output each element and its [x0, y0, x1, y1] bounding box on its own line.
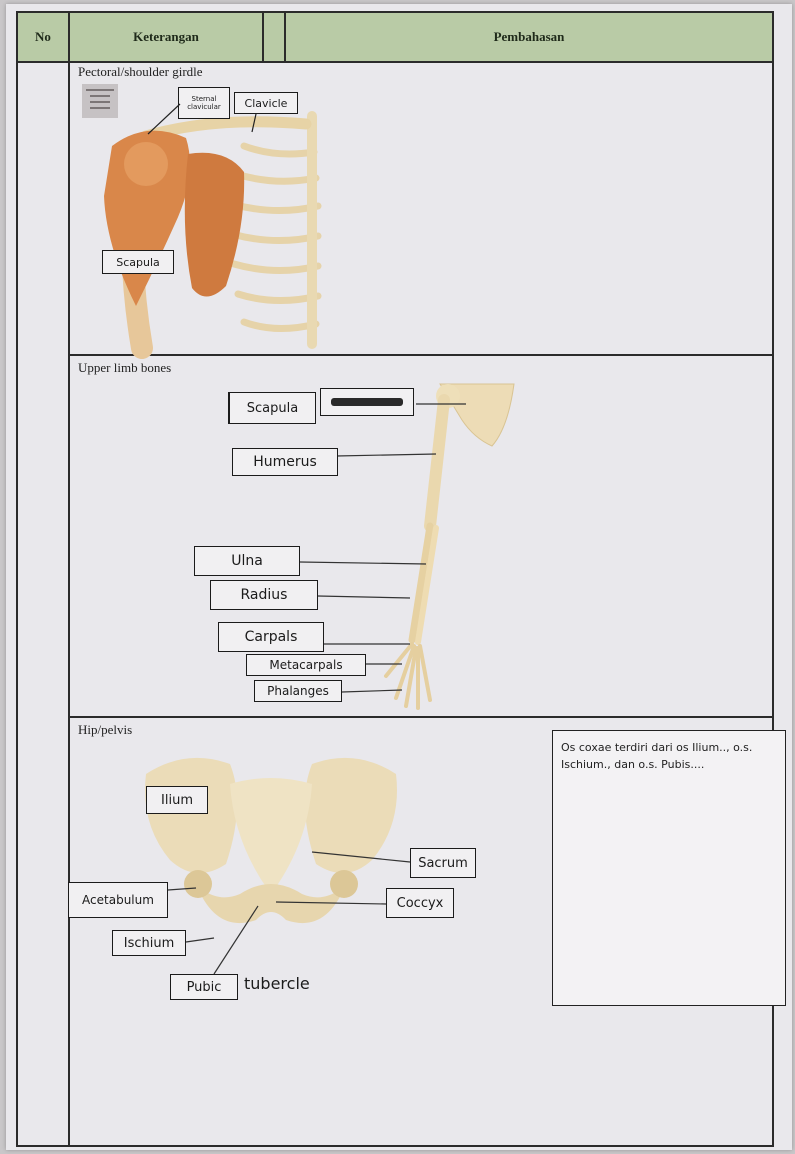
label-pubic-text: Pubic [187, 980, 222, 995]
worksheet-page: No Keterangan Pembahasan Pectoral/should… [6, 4, 792, 1150]
label-ischium-text: Ischium [124, 936, 175, 951]
grid-line-bottom [16, 1145, 774, 1147]
label-ilium: Ilium [146, 786, 208, 814]
pelvis-explanation-box: Os coxae terdiri dari os Ilium.., o.s. I… [552, 730, 786, 1006]
label-ilium-text: Ilium [161, 793, 193, 808]
label-coccyx-text: Coccyx [397, 896, 444, 911]
label-tubercle: tubercle [244, 974, 310, 993]
label-ischium: Ischium [112, 930, 186, 956]
label-coccyx: Coccyx [386, 888, 454, 918]
label-acetabulum-text: Acetabulum [82, 893, 154, 907]
pelvis-explanation-text: Os coxae terdiri dari os Ilium.., o.s. I… [561, 741, 752, 771]
label-sacrum: Sacrum [410, 848, 476, 878]
label-pubic: Pubic [170, 974, 238, 1000]
label-sacrum-text: Sacrum [418, 856, 468, 871]
label-acetabulum: Acetabulum [68, 882, 168, 918]
